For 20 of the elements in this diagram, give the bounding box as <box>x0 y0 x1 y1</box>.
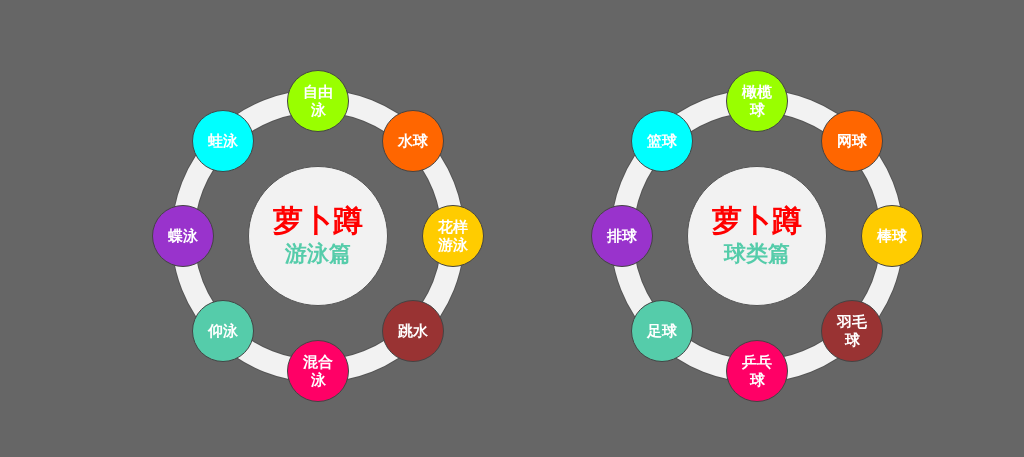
sport-label: 蛙泳 <box>206 131 239 150</box>
sport-label: 羽毛球 <box>836 313 869 350</box>
sport-label: 跳水 <box>397 322 430 341</box>
sport-label: 仰泳 <box>206 322 239 341</box>
sport-label: 网球 <box>836 131 869 150</box>
sport-label: 足球 <box>645 322 678 341</box>
sport-label: 混合泳 <box>302 353 334 389</box>
sport-label: 蝶泳 <box>167 227 199 245</box>
sport-label: 花样游泳 <box>437 218 469 254</box>
sport-label: 排球 <box>606 227 638 245</box>
sport-label: 橄榄球 <box>740 83 773 119</box>
subtitle-text: 游泳篇 <box>285 240 351 268</box>
subtitle-text: 球类篇 <box>724 240 790 268</box>
title-text: 萝卜蹲 <box>712 203 802 239</box>
title-text: 萝卜蹲 <box>273 203 363 239</box>
sport-label: 乒乓球 <box>741 353 773 389</box>
sport-label: 棒球 <box>875 227 908 245</box>
sport-label: 水球 <box>397 131 430 150</box>
sport-label: 自由泳 <box>302 83 334 119</box>
sport-label: 篮球 <box>645 131 678 150</box>
